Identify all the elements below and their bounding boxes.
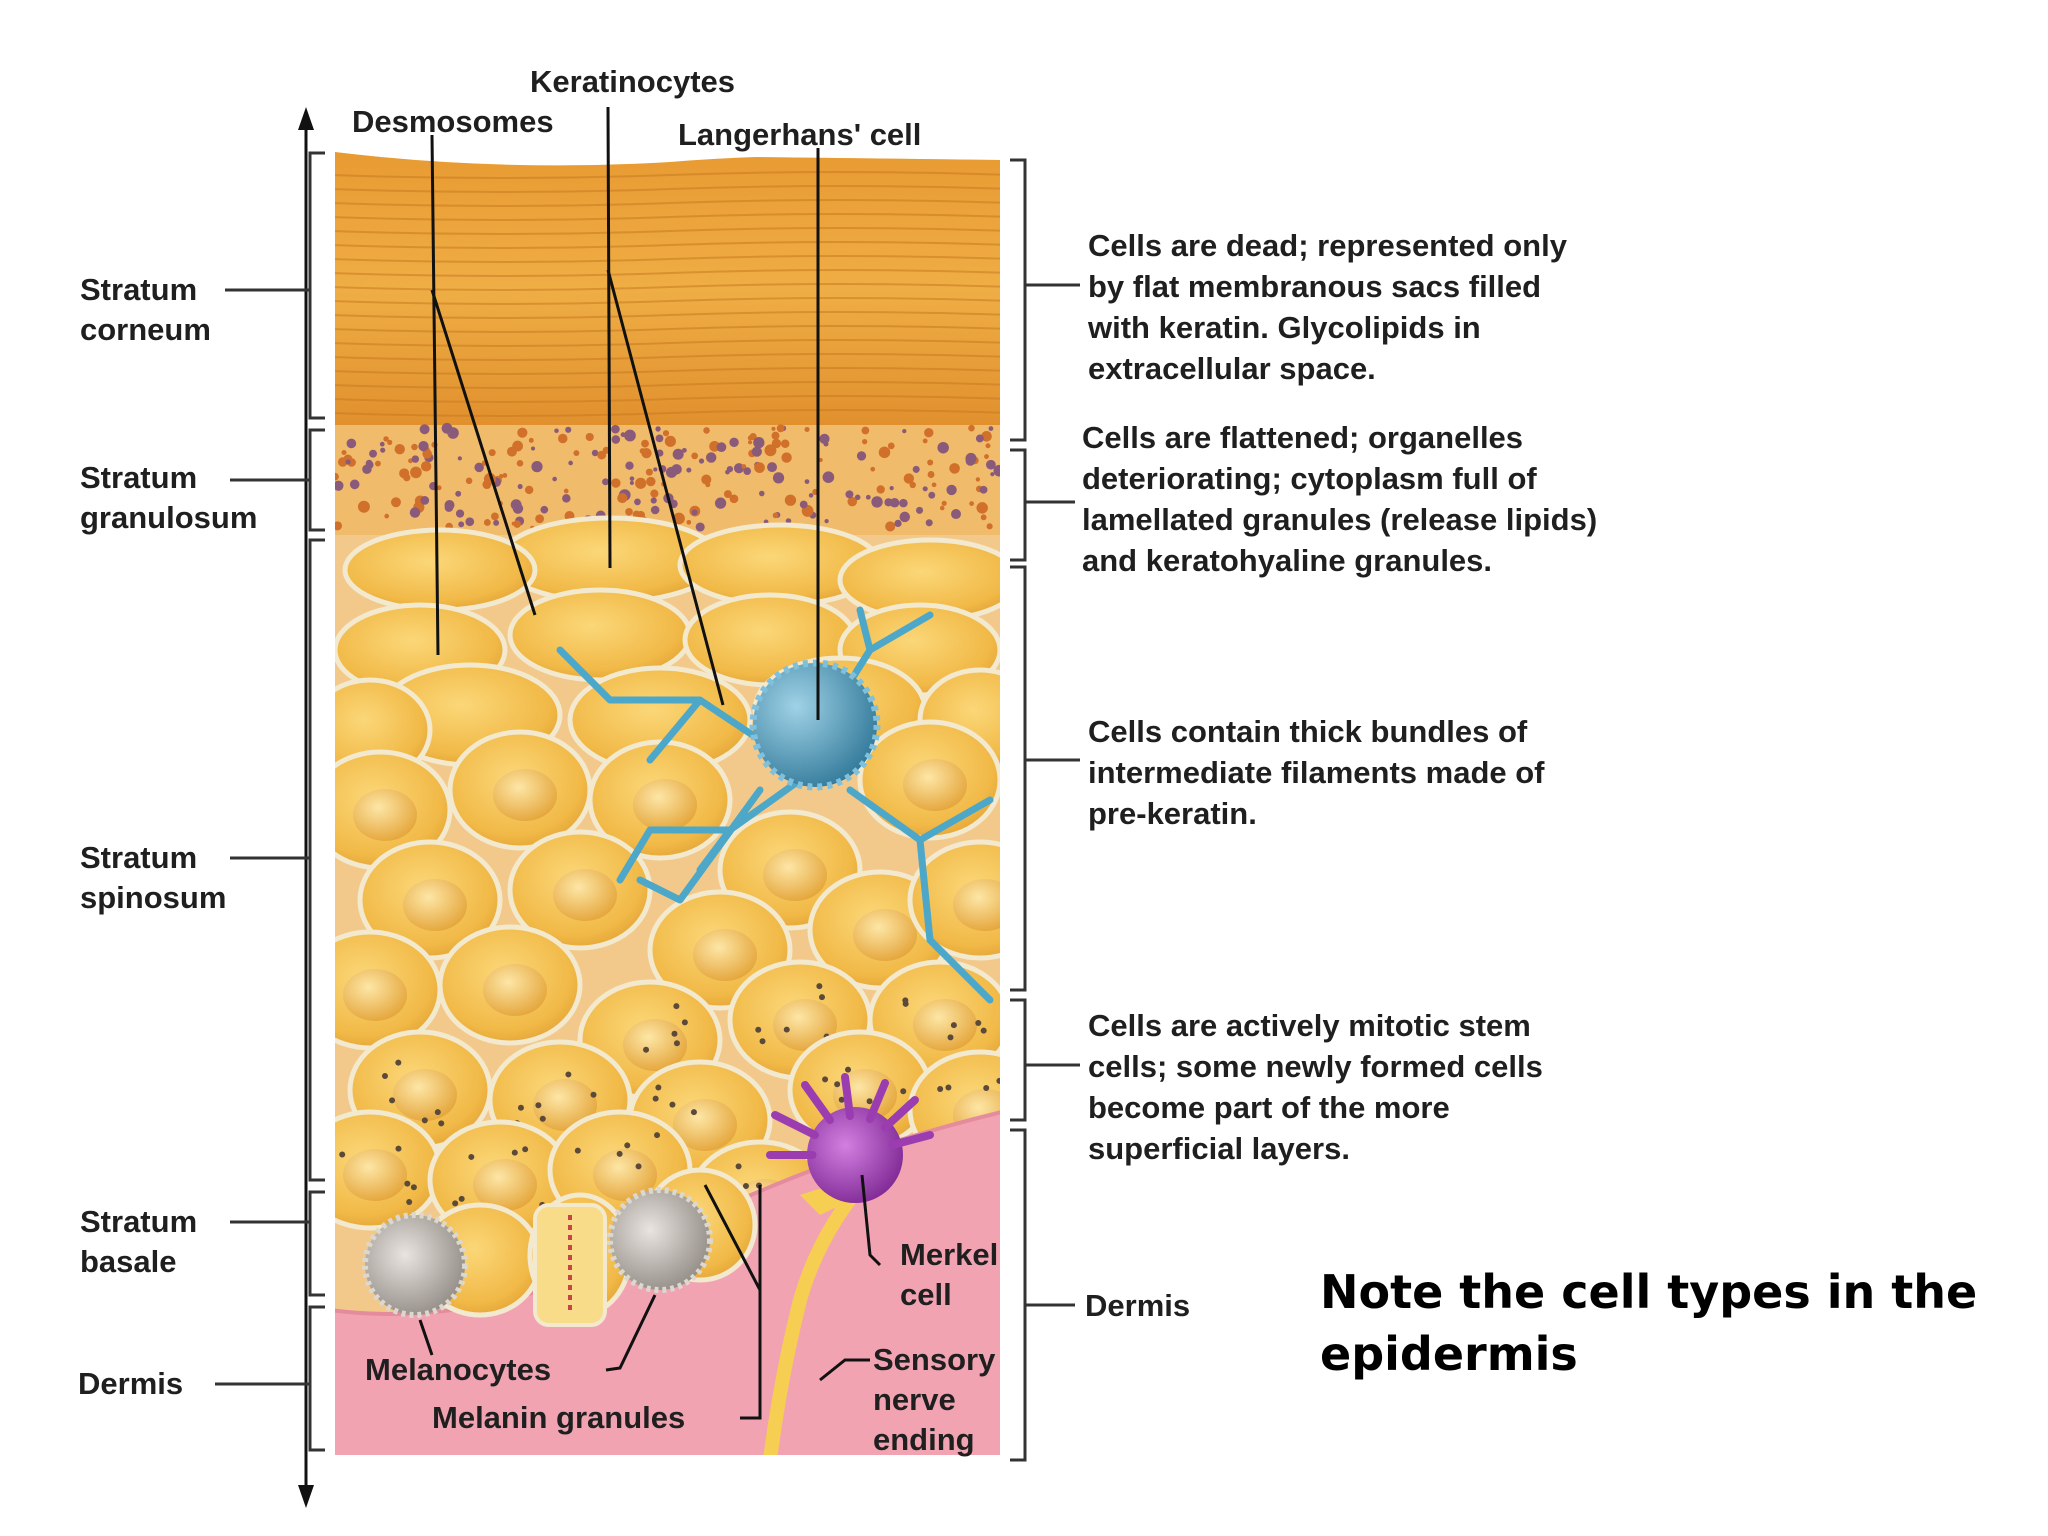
desc-stratum-corneum: Cells are dead; represented only by flat… (1087, 228, 1576, 386)
desc-stratum-granulosum: Cells are flattened; organelles deterior… (1082, 420, 1606, 578)
label-melanin-granules: Melanin granules (432, 1400, 685, 1435)
desc-stratum-basale: Cells are actively mitotic stem cells; s… (1088, 1008, 1551, 1166)
stratum-corneum-layer (335, 152, 1000, 430)
label-melanocytes: Melanocytes (365, 1352, 551, 1387)
note-text: Note the cell types in the epidermis (1320, 1265, 1993, 1381)
label-desmosomes: Desmosomes (352, 104, 554, 139)
melanocyte-cell (362, 1212, 468, 1318)
label-stratum-granulosum: Stratum granulosum (80, 460, 257, 535)
depth-arrow (298, 107, 314, 1508)
label-dermis-left: Dermis (78, 1366, 183, 1401)
desc-stratum-spinosum: Cells contain thick bundles of intermedi… (1088, 714, 1553, 831)
leader-lines (418, 106, 882, 1420)
langerhans-cell (556, 606, 994, 1004)
label-keratinocytes: Keratinocytes (530, 64, 735, 99)
skin-illustration (335, 152, 1000, 1455)
stratum-spinosum-layer (335, 515, 1000, 1261)
left-brackets (215, 151, 325, 1452)
sensory-nerve (763, 1170, 876, 1455)
label-langerhans: Langerhans' cell (678, 117, 921, 152)
label-stratum-spinosum: Stratum spinosum (80, 840, 226, 915)
label-merkel-cell: Merkel cell (900, 1237, 1007, 1312)
melanocyte-cell (607, 1187, 713, 1293)
label-stratum-corneum: Stratum corneum (80, 272, 211, 347)
label-stratum-basale: Stratum basale (80, 1204, 206, 1279)
label-sensory-nerve-ending: Sensory nerve ending (873, 1342, 1004, 1457)
right-brackets (1010, 158, 1080, 1462)
desc-dermis-right: Dermis (1085, 1288, 1190, 1323)
merkel-cell (766, 1073, 934, 1203)
stratum-granulosum-layer (335, 422, 1000, 535)
